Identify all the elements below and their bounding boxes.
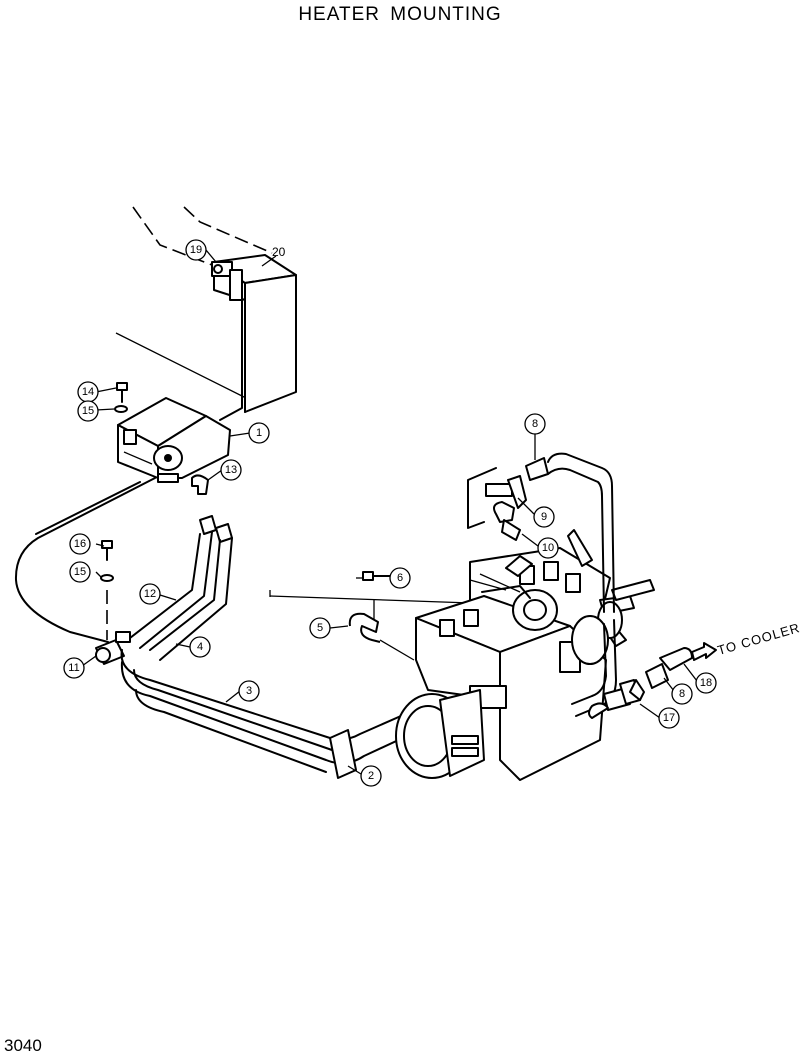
svg-text:15: 15	[74, 566, 86, 578]
callout-8-bottom: 8	[671, 683, 693, 705]
callout-20: 20	[272, 245, 286, 259]
callout-11: 11	[63, 657, 85, 679]
diagram-title: HEATER MOUNTING	[298, 4, 502, 25]
svg-text:11: 11	[68, 662, 79, 674]
svg-text:19: 19	[190, 244, 202, 256]
callout-18: 18	[695, 672, 717, 694]
callout-15-top: 15	[77, 400, 99, 422]
svg-text:5: 5	[317, 622, 323, 634]
callout-12: 12	[139, 583, 161, 605]
svg-text:8: 8	[532, 418, 538, 430]
hose-loop	[14, 477, 156, 643]
callout-2: 2	[360, 765, 382, 787]
valve-assembly-top	[467, 457, 549, 577]
washer-15-lower	[100, 574, 114, 582]
page-number: 3040	[4, 1036, 42, 1055]
svg-text:13: 13	[225, 464, 237, 476]
callout-17: 17	[658, 707, 680, 729]
heater-unit	[117, 397, 231, 483]
callout-8-top: 8	[524, 413, 546, 435]
pipe-fittings-top	[199, 515, 233, 543]
svg-text:6: 6	[397, 572, 403, 584]
to-cooler-label: TO COOLER	[716, 620, 800, 658]
pipes-3-2	[120, 649, 421, 779]
to-cooler-arrow	[691, 642, 717, 661]
callout-13: 13	[220, 459, 242, 481]
svg-text:2: 2	[368, 770, 374, 782]
callout-1: 1	[248, 422, 270, 444]
svg-text:8: 8	[679, 688, 685, 700]
svg-text:4: 4	[197, 641, 203, 653]
callout-5: 5	[309, 617, 331, 639]
callout-4: 4	[189, 636, 211, 658]
callout-14: 14	[77, 381, 99, 403]
cab-box	[213, 254, 297, 413]
svg-text:17: 17	[663, 712, 675, 724]
bolt-16	[101, 540, 113, 561]
callout-3: 3	[238, 680, 260, 702]
valve-assembly-bottom	[588, 647, 693, 719]
callout-6: 6	[389, 567, 411, 589]
callout-16: 16	[69, 533, 91, 555]
svg-text:18: 18	[700, 677, 712, 689]
washer-15-top	[114, 405, 128, 413]
svg-text:12: 12	[144, 588, 156, 600]
svg-text:10: 10	[542, 542, 554, 554]
leader-lines	[81, 249, 698, 775]
bolt-14	[116, 382, 128, 403]
svg-text:9: 9	[541, 511, 547, 523]
pipes-12-4	[129, 531, 233, 661]
clip-5	[348, 612, 381, 643]
svg-text:14: 14	[82, 386, 94, 398]
svg-text:16: 16	[74, 538, 86, 550]
callout-10: 10	[537, 537, 559, 559]
callout-15-lower: 15	[69, 561, 91, 583]
svg-text:15: 15	[82, 405, 94, 417]
svg-text:3: 3	[246, 685, 252, 697]
callout-19: 19	[185, 239, 207, 261]
bracket-19	[211, 261, 243, 301]
wire-heater-box	[219, 299, 243, 421]
elbow-13	[191, 474, 209, 495]
svg-text:1: 1	[256, 427, 262, 439]
callout-9: 9	[533, 506, 555, 528]
clamp-11	[95, 631, 131, 665]
right-return-pipe	[547, 452, 617, 717]
flywheel-housing	[395, 689, 485, 779]
